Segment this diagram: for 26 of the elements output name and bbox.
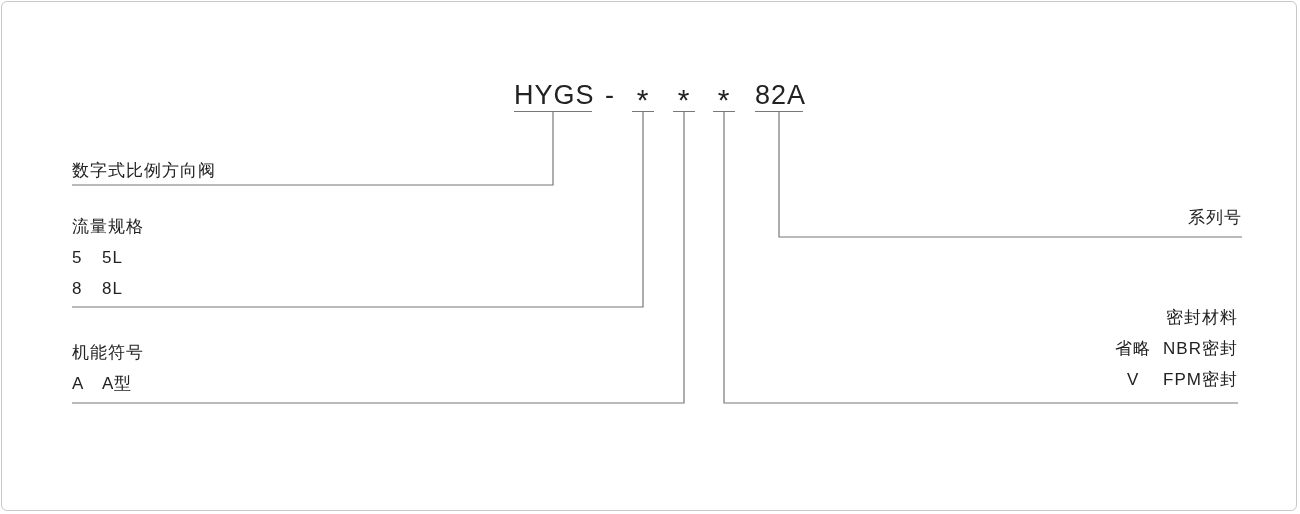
item-heading: 流量规格 — [72, 216, 144, 238]
option-description: NBR密封 — [1163, 338, 1238, 360]
item-heading: 数字式比例方向阀 — [72, 160, 216, 182]
leader-line — [778, 111, 1243, 238]
code-segment: 82A — [755, 80, 803, 112]
option-code: 5 — [72, 247, 84, 269]
option-code: 8 — [72, 278, 84, 300]
option-code: 省略 — [1115, 338, 1152, 360]
option-description: A型 — [102, 373, 133, 395]
leader-line — [71, 111, 644, 308]
item-heading: 机能符号 — [72, 342, 144, 364]
code-segment: * — [673, 80, 695, 112]
leader-line — [71, 111, 554, 186]
option-code: V — [1125, 369, 1141, 391]
item-heading: 系列号 — [1188, 207, 1242, 229]
code-segment: HYGS — [514, 80, 592, 112]
option-code: A — [72, 373, 86, 395]
option-description: FPM密封 — [1163, 369, 1238, 391]
option-description: 5L — [102, 247, 123, 269]
code-segment: * — [713, 80, 735, 112]
leader-line — [71, 111, 685, 404]
code-separator: - — [605, 80, 614, 110]
option-description: 8L — [102, 278, 123, 300]
leader-line — [723, 111, 1239, 404]
item-heading: 密封材料 — [1166, 307, 1238, 329]
code-segment: * — [632, 80, 654, 112]
